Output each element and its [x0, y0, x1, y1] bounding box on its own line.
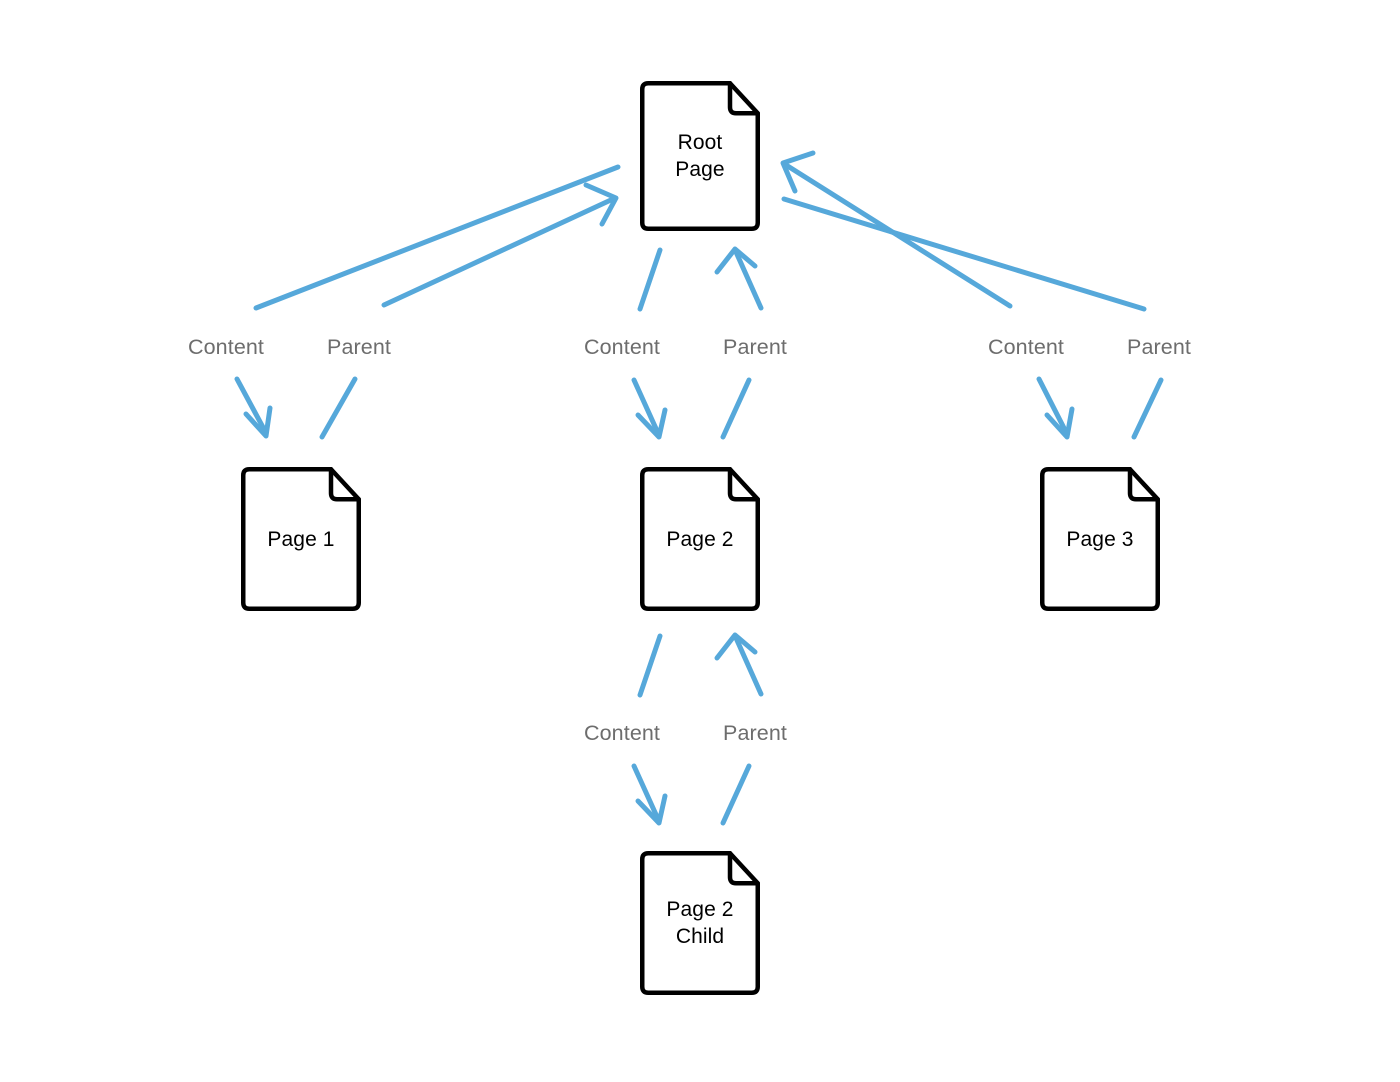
- edge-label-l-parent-1: Parent: [327, 335, 391, 359]
- node-body: [241, 467, 361, 611]
- edge-segment-lower: [1036, 376, 1069, 435]
- folded-corner-icon: [1127, 467, 1160, 502]
- edge-segment-lower: [631, 763, 661, 822]
- edge-segment-upper: [637, 633, 663, 698]
- document-page-icon: [1040, 467, 1160, 611]
- edge-e-root-page1-content: [234, 164, 621, 439]
- arrowhead-icon: [780, 150, 816, 194]
- edge-segment-upper: [637, 247, 663, 312]
- arrowhead-icon: [1044, 406, 1075, 440]
- edge-segment-lower: [234, 376, 268, 434]
- arrowhead-icon: [243, 405, 273, 439]
- edge-segment-lower: [631, 377, 661, 436]
- edge-segment-upper: [253, 164, 621, 311]
- arrowhead-icon: [714, 246, 758, 275]
- edge-e-page1-root-parent: [319, 182, 619, 440]
- node-page2[interactable]: Page 2: [640, 467, 760, 611]
- node-root[interactable]: Root Page: [640, 81, 760, 231]
- node-page2child[interactable]: Page 2 Child: [640, 851, 760, 995]
- edge-segment-lower: [1131, 377, 1164, 440]
- document-page-icon: [640, 467, 760, 611]
- edge-label-l-parent-2: Parent: [723, 335, 787, 359]
- edge-e-page2-root-parent: [714, 246, 764, 440]
- edge-label-l-parent-3: Parent: [1127, 335, 1191, 359]
- edge-segment-upper: [783, 162, 1013, 309]
- folded-corner-icon: [328, 467, 361, 502]
- edge-label-l-content-2: Content: [584, 335, 661, 359]
- edge-label-l-content-4: Content: [584, 721, 661, 745]
- edge-segment-upper: [733, 249, 764, 311]
- node-body: [640, 81, 760, 231]
- node-body: [640, 851, 760, 995]
- edge-segment-lower: [720, 763, 752, 826]
- edge-label-l-content-3: Content: [988, 335, 1065, 359]
- edge-segment-upper: [733, 635, 764, 697]
- node-page3[interactable]: Page 3: [1040, 467, 1160, 611]
- edge-segment-upper: [781, 196, 1147, 312]
- arrowhead-icon: [583, 182, 619, 227]
- node-body: [1040, 467, 1160, 611]
- edge-e-child-page2-parent: [714, 632, 764, 826]
- document-page-icon: [640, 851, 760, 995]
- edge-segment-upper: [381, 196, 616, 308]
- edge-label-l-parent-4: Parent: [723, 721, 787, 745]
- edge-e-root-page3-content: [781, 196, 1147, 440]
- arrowhead-icon: [635, 407, 668, 440]
- edge-segment-lower: [319, 376, 358, 440]
- folded-corner-icon: [727, 81, 760, 116]
- edge-e-page2-child-content: [631, 633, 668, 826]
- arrowhead-icon: [635, 793, 668, 826]
- edge-segment-lower: [720, 377, 752, 440]
- folded-corner-icon: [727, 851, 760, 886]
- node-page1[interactable]: Page 1: [241, 467, 361, 611]
- edge-e-root-page2-content: [631, 247, 668, 440]
- arrowhead-icon: [714, 632, 758, 661]
- document-page-icon: [241, 467, 361, 611]
- edge-e-page3-root-parent: [780, 150, 1164, 440]
- folded-corner-icon: [727, 467, 760, 502]
- node-body: [640, 467, 760, 611]
- document-page-icon: [640, 81, 760, 231]
- edge-label-l-content-1: Content: [188, 335, 265, 359]
